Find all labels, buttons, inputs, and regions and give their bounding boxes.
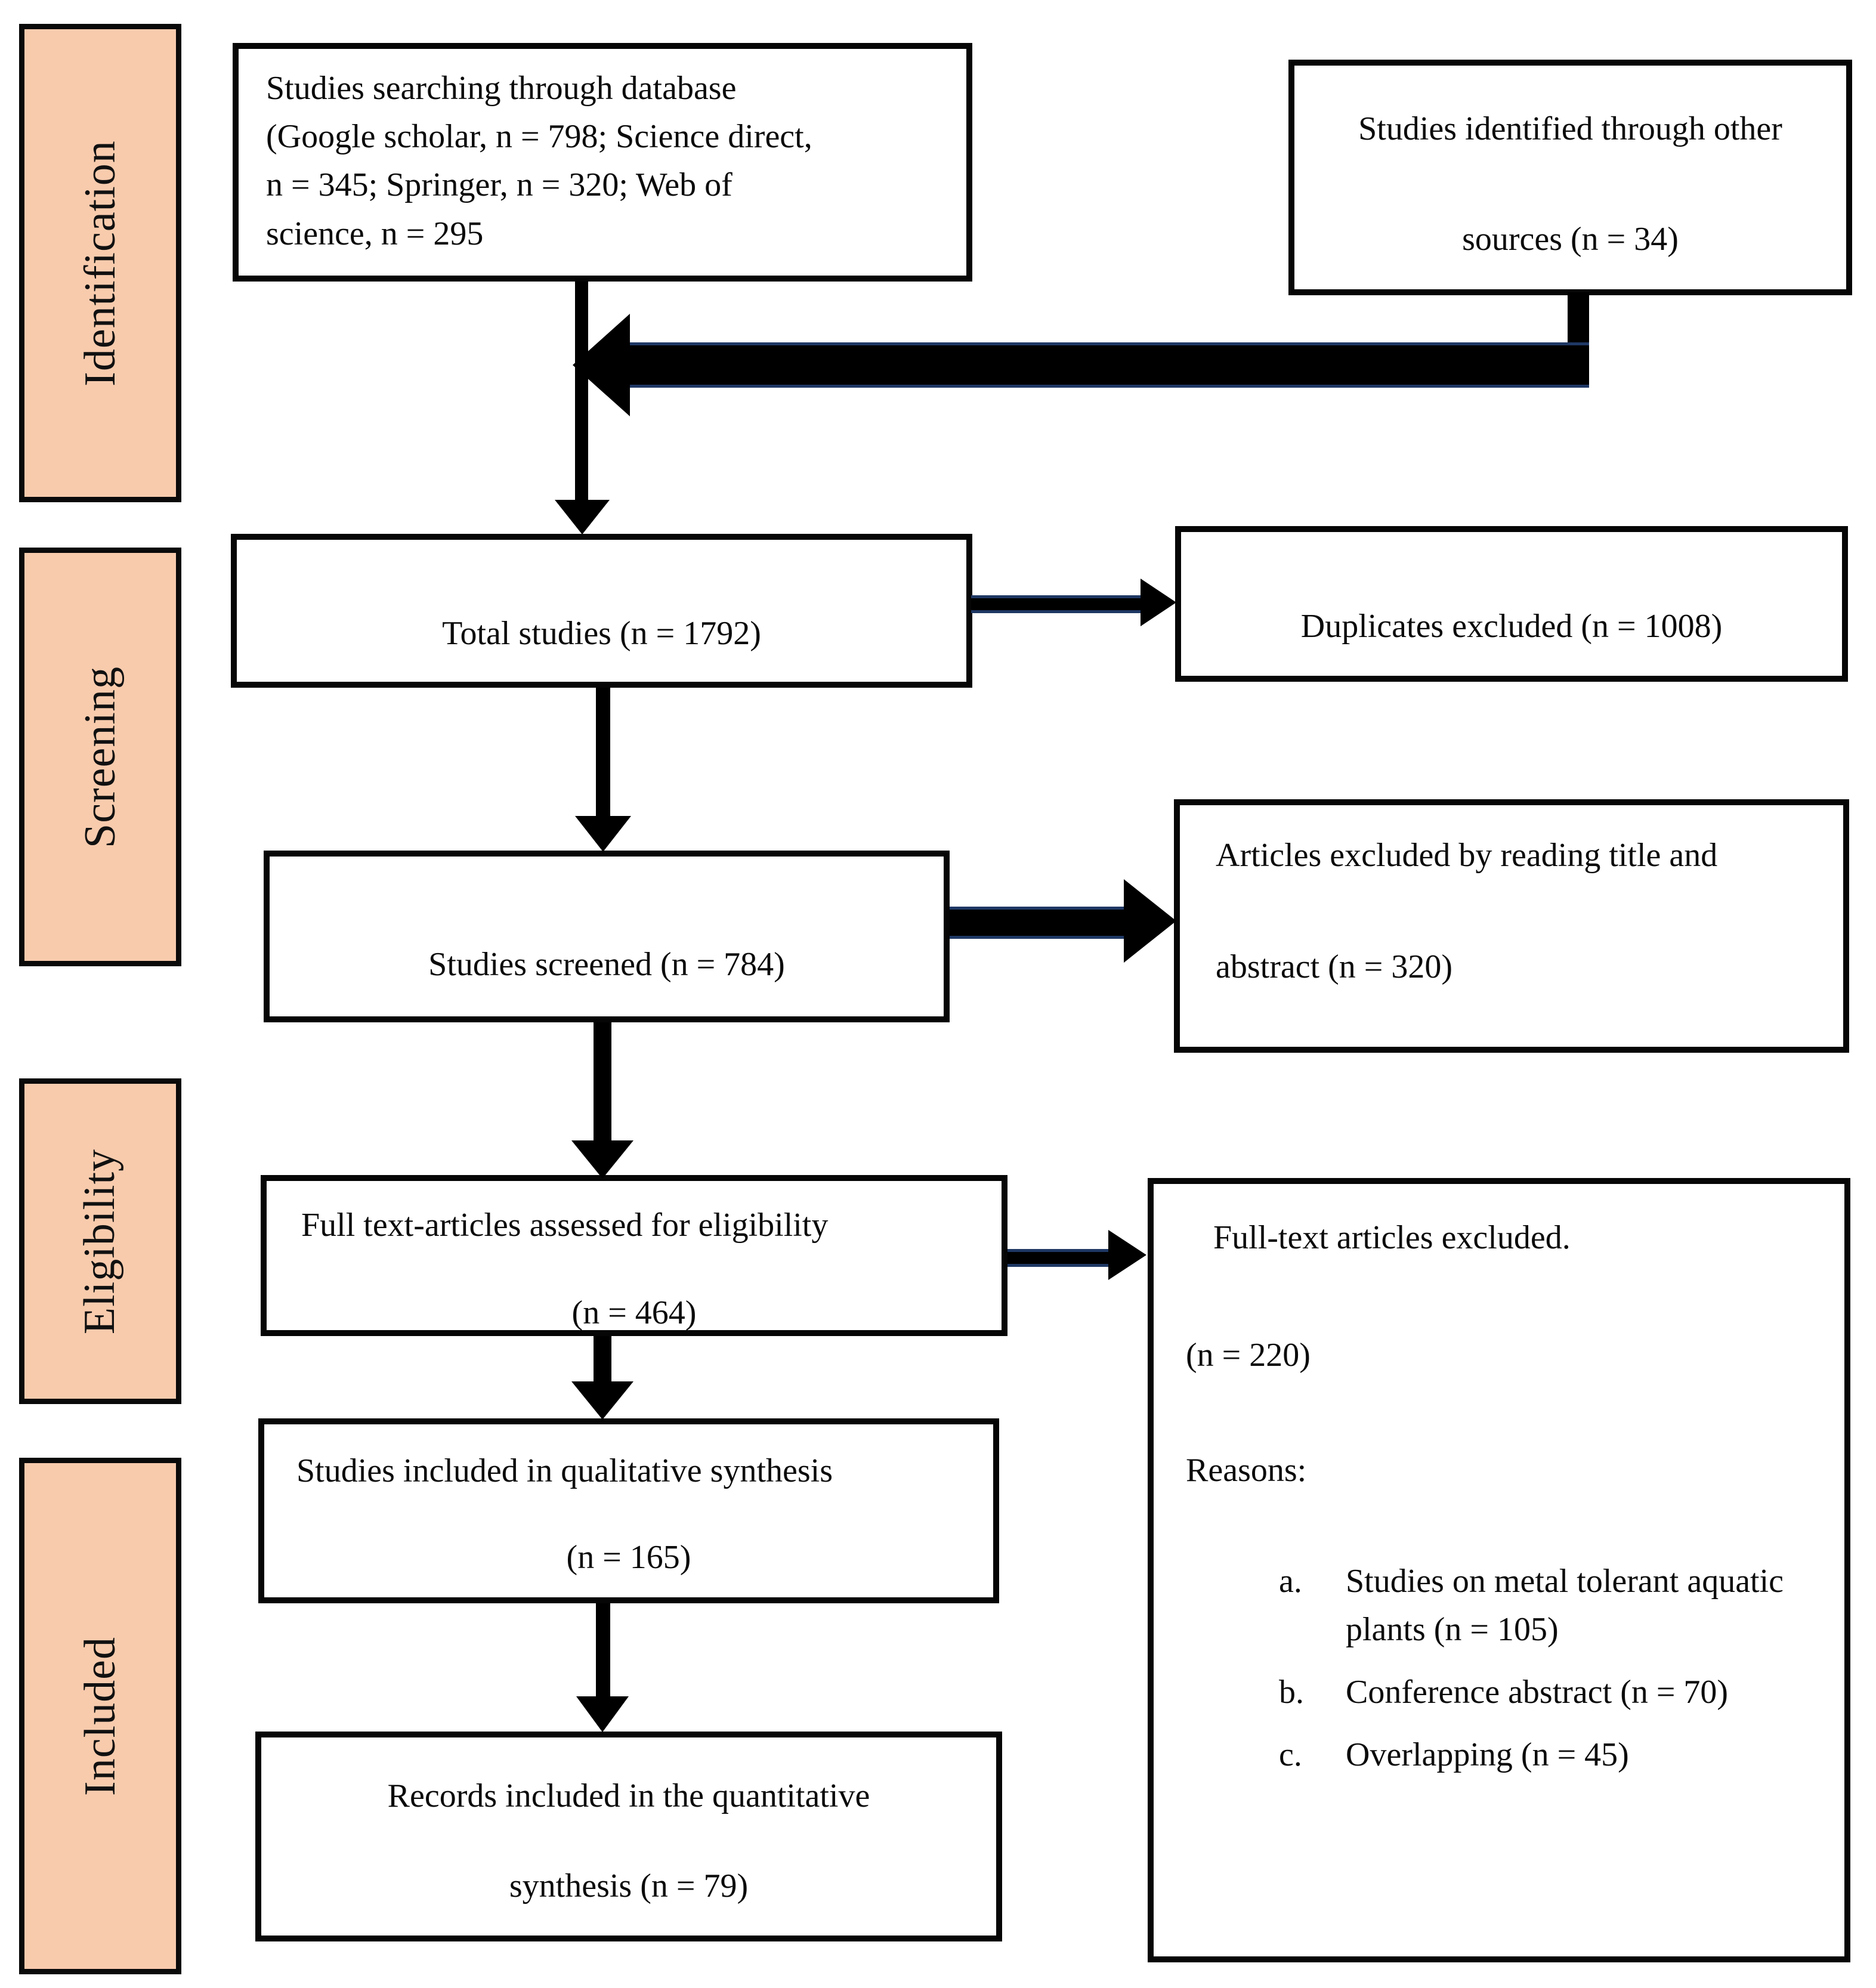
box-text-line: synthesis (n = 79): [509, 1868, 749, 1905]
arrow-fulltext-to-excluded-head-icon: [1108, 1230, 1146, 1280]
list-item-marker: b.: [1279, 1673, 1304, 1711]
stage-identification-label: Identification: [75, 140, 125, 387]
arrow-total-to-screened-head-icon: [575, 816, 631, 852]
list-item: c. Overlapping (n = 45): [1279, 1731, 1821, 1779]
arrow-screened-to-excluded-line: [950, 907, 1127, 939]
box-text-line: Records included in the quantitative: [387, 1777, 870, 1814]
box-text-line: Total studies (n = 1792): [442, 614, 761, 652]
stage-included: Included: [19, 1458, 181, 1974]
box-text-line: Studies screened (n = 784): [428, 945, 785, 983]
box-text-line: (n = 165): [566, 1539, 691, 1576]
box-text-line: Articles excluded by reading title and: [1216, 837, 1718, 874]
stage-eligibility: Eligibility: [19, 1078, 181, 1404]
arrow-screened-to-fulltext-head-icon: [571, 1140, 633, 1179]
arrow-fulltext-to-qualitative-head-icon: [571, 1381, 633, 1420]
list-item-text: Studies on metal tolerant aquatic plants…: [1346, 1562, 1784, 1648]
box-text-line: Studies included in qualitative synthesi…: [296, 1452, 833, 1489]
box-text-line: Reasons:: [1186, 1452, 1307, 1489]
box-text-line: (Google scholar, n = 798; Science direct…: [266, 118, 812, 156]
arrow-other-sources-head-icon: [573, 314, 630, 416]
list-item: a. Studies on metal tolerant aquatic pla…: [1279, 1557, 1821, 1654]
box-quantitative-synthesis: Records included in the quantitative syn…: [255, 1732, 1002, 1941]
box-text-line: n = 345; Springer, n = 320; Web of: [266, 166, 733, 204]
arrow-screened-to-excluded-head-icon: [1124, 879, 1176, 963]
list-item-text: Overlapping (n = 45): [1346, 1736, 1629, 1774]
box-studies-screened: Studies screened (n = 784): [264, 851, 950, 1022]
box-duplicates-excluded: Duplicates excluded (n = 1008): [1175, 526, 1848, 682]
arrow-total-to-screened-line: [596, 688, 610, 819]
exclusion-reasons-list: a. Studies on metal tolerant aquatic pla…: [1279, 1557, 1821, 1780]
arrow-other-sources-elbow-bar: [629, 342, 1589, 388]
arrow-fulltext-to-qualitative-line: [594, 1336, 611, 1384]
box-fulltext-assessed: Full text-articles assessed for eligibil…: [261, 1175, 1007, 1336]
box-text-line: Studies identified through other: [1358, 110, 1782, 147]
arrow-screened-to-fulltext-line: [594, 1022, 611, 1145]
stage-screening-label: Screening: [75, 666, 125, 848]
box-text-line: Full-text articles excluded.: [1213, 1219, 1571, 1256]
arrow-fulltext-to-excluded-line: [1007, 1249, 1112, 1267]
list-item: b. Conference abstract (n = 70): [1279, 1668, 1821, 1717]
box-text-line: sources (n = 34): [1462, 221, 1679, 258]
stage-included-label: Included: [75, 1636, 125, 1796]
box-text-line: Duplicates excluded (n = 1008): [1300, 607, 1723, 645]
box-text-line: Studies searching through database: [266, 70, 737, 107]
box-text-line: science, n = 295: [266, 215, 484, 252]
box-text-line: (n = 220): [1186, 1337, 1311, 1374]
box-text-line: (n = 464): [571, 1294, 697, 1332]
arrow-qualitative-to-quantitative-head-icon: [576, 1696, 629, 1732]
box-other-sources: Studies identified through other sources…: [1288, 60, 1852, 295]
box-text-line: Full text-articles assessed for eligibil…: [301, 1207, 829, 1244]
arrow-total-to-duplicates-line: [971, 595, 1144, 613]
stage-eligibility-label: Eligibility: [75, 1148, 125, 1334]
stage-identification: Identification: [19, 24, 181, 502]
box-qualitative-synthesis: Studies included in qualitative synthesi…: [258, 1418, 999, 1603]
box-text-line: abstract (n = 320): [1216, 948, 1453, 986]
box-database-search: Studies searching through database (Goog…: [233, 43, 972, 282]
list-item-marker: a.: [1279, 1562, 1302, 1600]
arrow-total-to-duplicates-head-icon: [1141, 579, 1176, 626]
list-item-marker: c.: [1279, 1736, 1302, 1774]
arrow-qualitative-to-quantitative-line: [596, 1603, 610, 1698]
box-title-abstract-excluded: Articles excluded by reading title and a…: [1174, 799, 1849, 1053]
list-item-text: Conference abstract (n = 70): [1346, 1673, 1729, 1711]
box-fulltext-excluded: Full-text articles excluded. (n = 220) R…: [1148, 1178, 1850, 1962]
box-total-studies: Total studies (n = 1792): [231, 534, 972, 688]
arrow-database-to-total-head-icon: [555, 500, 610, 534]
stage-screening: Screening: [19, 548, 181, 966]
